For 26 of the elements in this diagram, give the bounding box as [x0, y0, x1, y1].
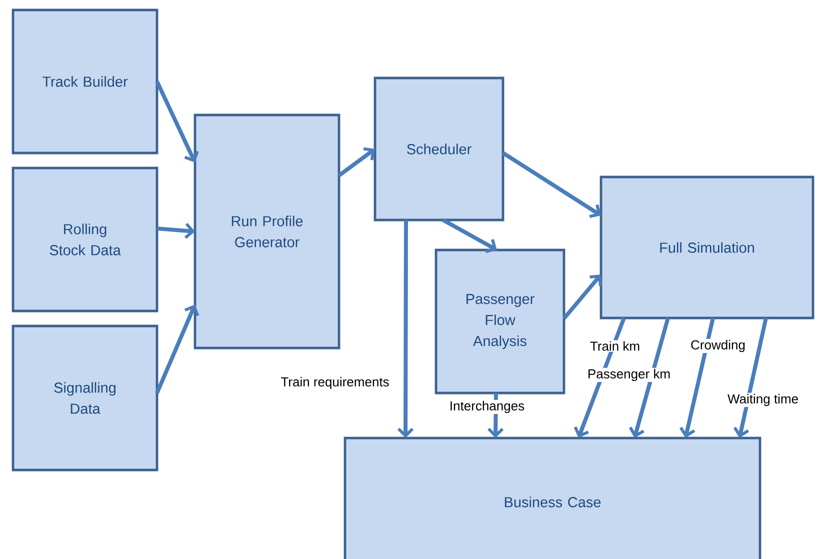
arrow	[338, 147, 375, 178]
edge-label: Train km	[588, 340, 642, 352]
arrow	[628, 317, 670, 438]
process-box: Scheduler	[374, 76, 504, 222]
edge-label: Passenger km	[586, 368, 672, 382]
arrow	[733, 318, 768, 438]
process-box: Business Case	[344, 436, 762, 559]
process-box: Track Builder	[12, 8, 158, 154]
arrow	[155, 80, 199, 162]
process-box: Rolling Stock Data	[12, 166, 158, 312]
arrow	[574, 317, 626, 438]
edge-label: Interchanges	[448, 400, 526, 414]
edge-label: Waiting time	[726, 392, 800, 408]
process-box: Run Profile Generator	[194, 114, 340, 350]
process-box: Passenger Flow Analysis	[434, 248, 566, 394]
arrow	[679, 318, 715, 438]
arrow	[156, 222, 195, 239]
process-box: Signalling Data	[12, 324, 158, 472]
process-box: Full Simulation	[600, 176, 814, 320]
arrow	[502, 151, 601, 218]
arrow	[397, 220, 414, 438]
edge-label: Train requirements	[280, 376, 390, 390]
arrow	[442, 218, 497, 254]
arrow	[562, 274, 602, 320]
arrow	[155, 304, 200, 394]
edge-label: Crowding	[690, 338, 746, 354]
